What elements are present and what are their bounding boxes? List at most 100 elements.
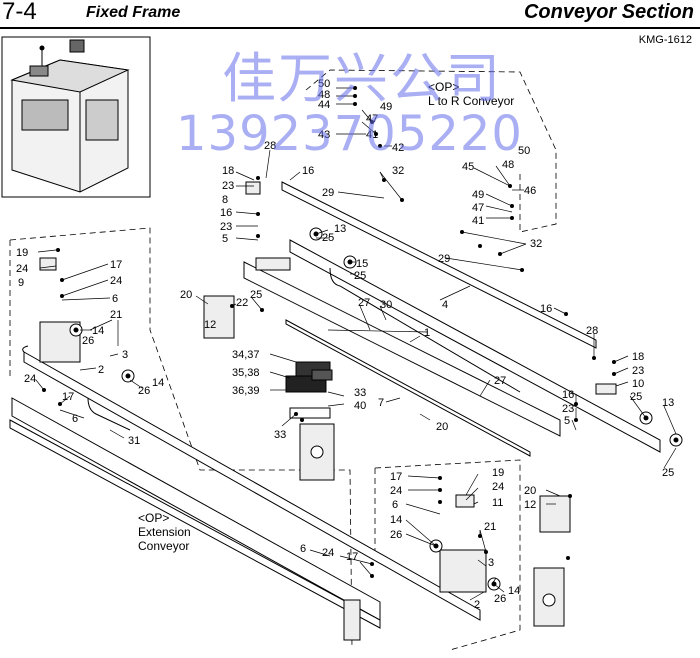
callout: 26	[494, 593, 506, 605]
callout: 27	[358, 297, 370, 309]
callout: 13	[334, 223, 346, 235]
callout: 17	[346, 551, 358, 563]
callout: 12	[524, 499, 536, 511]
callout: 3	[488, 557, 494, 569]
callout: 29	[438, 253, 450, 265]
callout: 4	[442, 299, 448, 311]
right-lower-outline	[374, 459, 521, 651]
rails	[9, 181, 661, 629]
callout: 25	[354, 270, 366, 282]
callout: 50	[318, 78, 330, 90]
callout: 42	[392, 142, 404, 154]
callout: 16	[540, 303, 552, 315]
callout: 29	[322, 187, 334, 199]
callout: 2	[474, 599, 480, 611]
callout: 21	[110, 309, 122, 321]
callout: 18	[222, 165, 234, 177]
callout: 33	[274, 429, 286, 441]
callout: 3	[122, 349, 128, 361]
callout: 11	[492, 497, 503, 509]
callout: 5	[564, 415, 570, 427]
callout: 6	[392, 499, 398, 511]
callout: 14	[152, 377, 164, 389]
extension-conveyor-outline	[9, 227, 353, 649]
callout: 8	[222, 194, 228, 206]
callout: 24	[492, 481, 504, 493]
callout: 20	[436, 421, 448, 433]
callout: 16	[302, 165, 314, 177]
callout: 36,39	[232, 385, 260, 397]
callout: 41	[366, 129, 378, 141]
callout: 17	[390, 471, 402, 483]
callout: 48	[502, 159, 514, 171]
model-code: KMG-1612	[638, 34, 692, 46]
callout: 6	[112, 293, 118, 305]
belts	[22, 267, 521, 431]
callout: 7	[378, 397, 384, 409]
callout: 47	[366, 113, 378, 125]
callout: 49	[380, 101, 392, 113]
callout: 6	[72, 413, 78, 425]
callout: 12	[204, 319, 216, 331]
callout: 1	[424, 327, 430, 339]
header-rule	[0, 27, 700, 29]
watermark-phone: 13923705220	[176, 106, 523, 162]
callout: 26	[390, 529, 402, 541]
callout: 46	[524, 185, 536, 197]
callouts: 50 48 44 49 47 43 41 42 28 18 23 8 16 32…	[16, 78, 674, 611]
callout: 28	[586, 325, 598, 337]
lr-conveyor-label: L to R Conveyor	[428, 94, 514, 108]
callout: 5	[222, 233, 228, 245]
callout: 10	[632, 378, 644, 390]
callout: 23	[220, 221, 232, 233]
callout: 20	[180, 289, 192, 301]
callout: 35,38	[232, 367, 260, 379]
lr-op-label: <OP>	[428, 80, 459, 94]
callout: 23	[562, 403, 574, 415]
callout: 32	[392, 165, 404, 177]
ext-op-label: <OP>	[138, 511, 169, 525]
callout: 48	[318, 89, 330, 101]
callout: 49	[472, 189, 484, 201]
callout: 24	[322, 547, 334, 559]
brackets	[39, 181, 617, 641]
callout: 22	[236, 297, 248, 309]
section-title: Fixed Frame	[86, 4, 181, 21]
callout: 24	[390, 485, 402, 497]
callout: 27	[494, 375, 506, 387]
callout: 24	[24, 373, 36, 385]
callout: 24	[16, 263, 28, 275]
callout: 50	[518, 145, 530, 157]
callout: 43	[318, 129, 330, 141]
callout: 25	[250, 289, 262, 301]
callout: 26	[82, 335, 94, 347]
callout: 25	[662, 467, 674, 479]
section-name: Conveyor Section	[523, 1, 694, 23]
page-header: 7-4 Fixed Frame Conveyor Section	[0, 0, 700, 30]
callout: 25	[630, 391, 642, 403]
leader-lines	[35, 87, 677, 601]
ext-label-line1: Extension	[138, 525, 191, 539]
callout: 26	[138, 385, 150, 397]
machine-overview	[1, 36, 151, 198]
watermark-company: 佳万兴公司	[222, 47, 502, 110]
callout: 17	[62, 391, 74, 403]
callout: 18	[632, 351, 644, 363]
callout: 9	[18, 277, 24, 289]
callout: 23	[222, 180, 234, 192]
callout: 25	[322, 232, 334, 244]
callout: 14	[508, 585, 520, 597]
callout: 32	[530, 238, 542, 250]
callout: 30	[380, 299, 392, 311]
callout: 19	[492, 467, 504, 479]
callout: 44	[318, 99, 330, 111]
callout: 31	[128, 435, 140, 447]
callout: 14	[92, 325, 104, 337]
callout: 47	[472, 202, 484, 214]
callout: 33	[354, 387, 366, 399]
callout: 19	[16, 247, 28, 259]
callout: 24	[110, 275, 122, 287]
callout: 28	[264, 140, 276, 152]
callout: 20	[524, 485, 536, 497]
